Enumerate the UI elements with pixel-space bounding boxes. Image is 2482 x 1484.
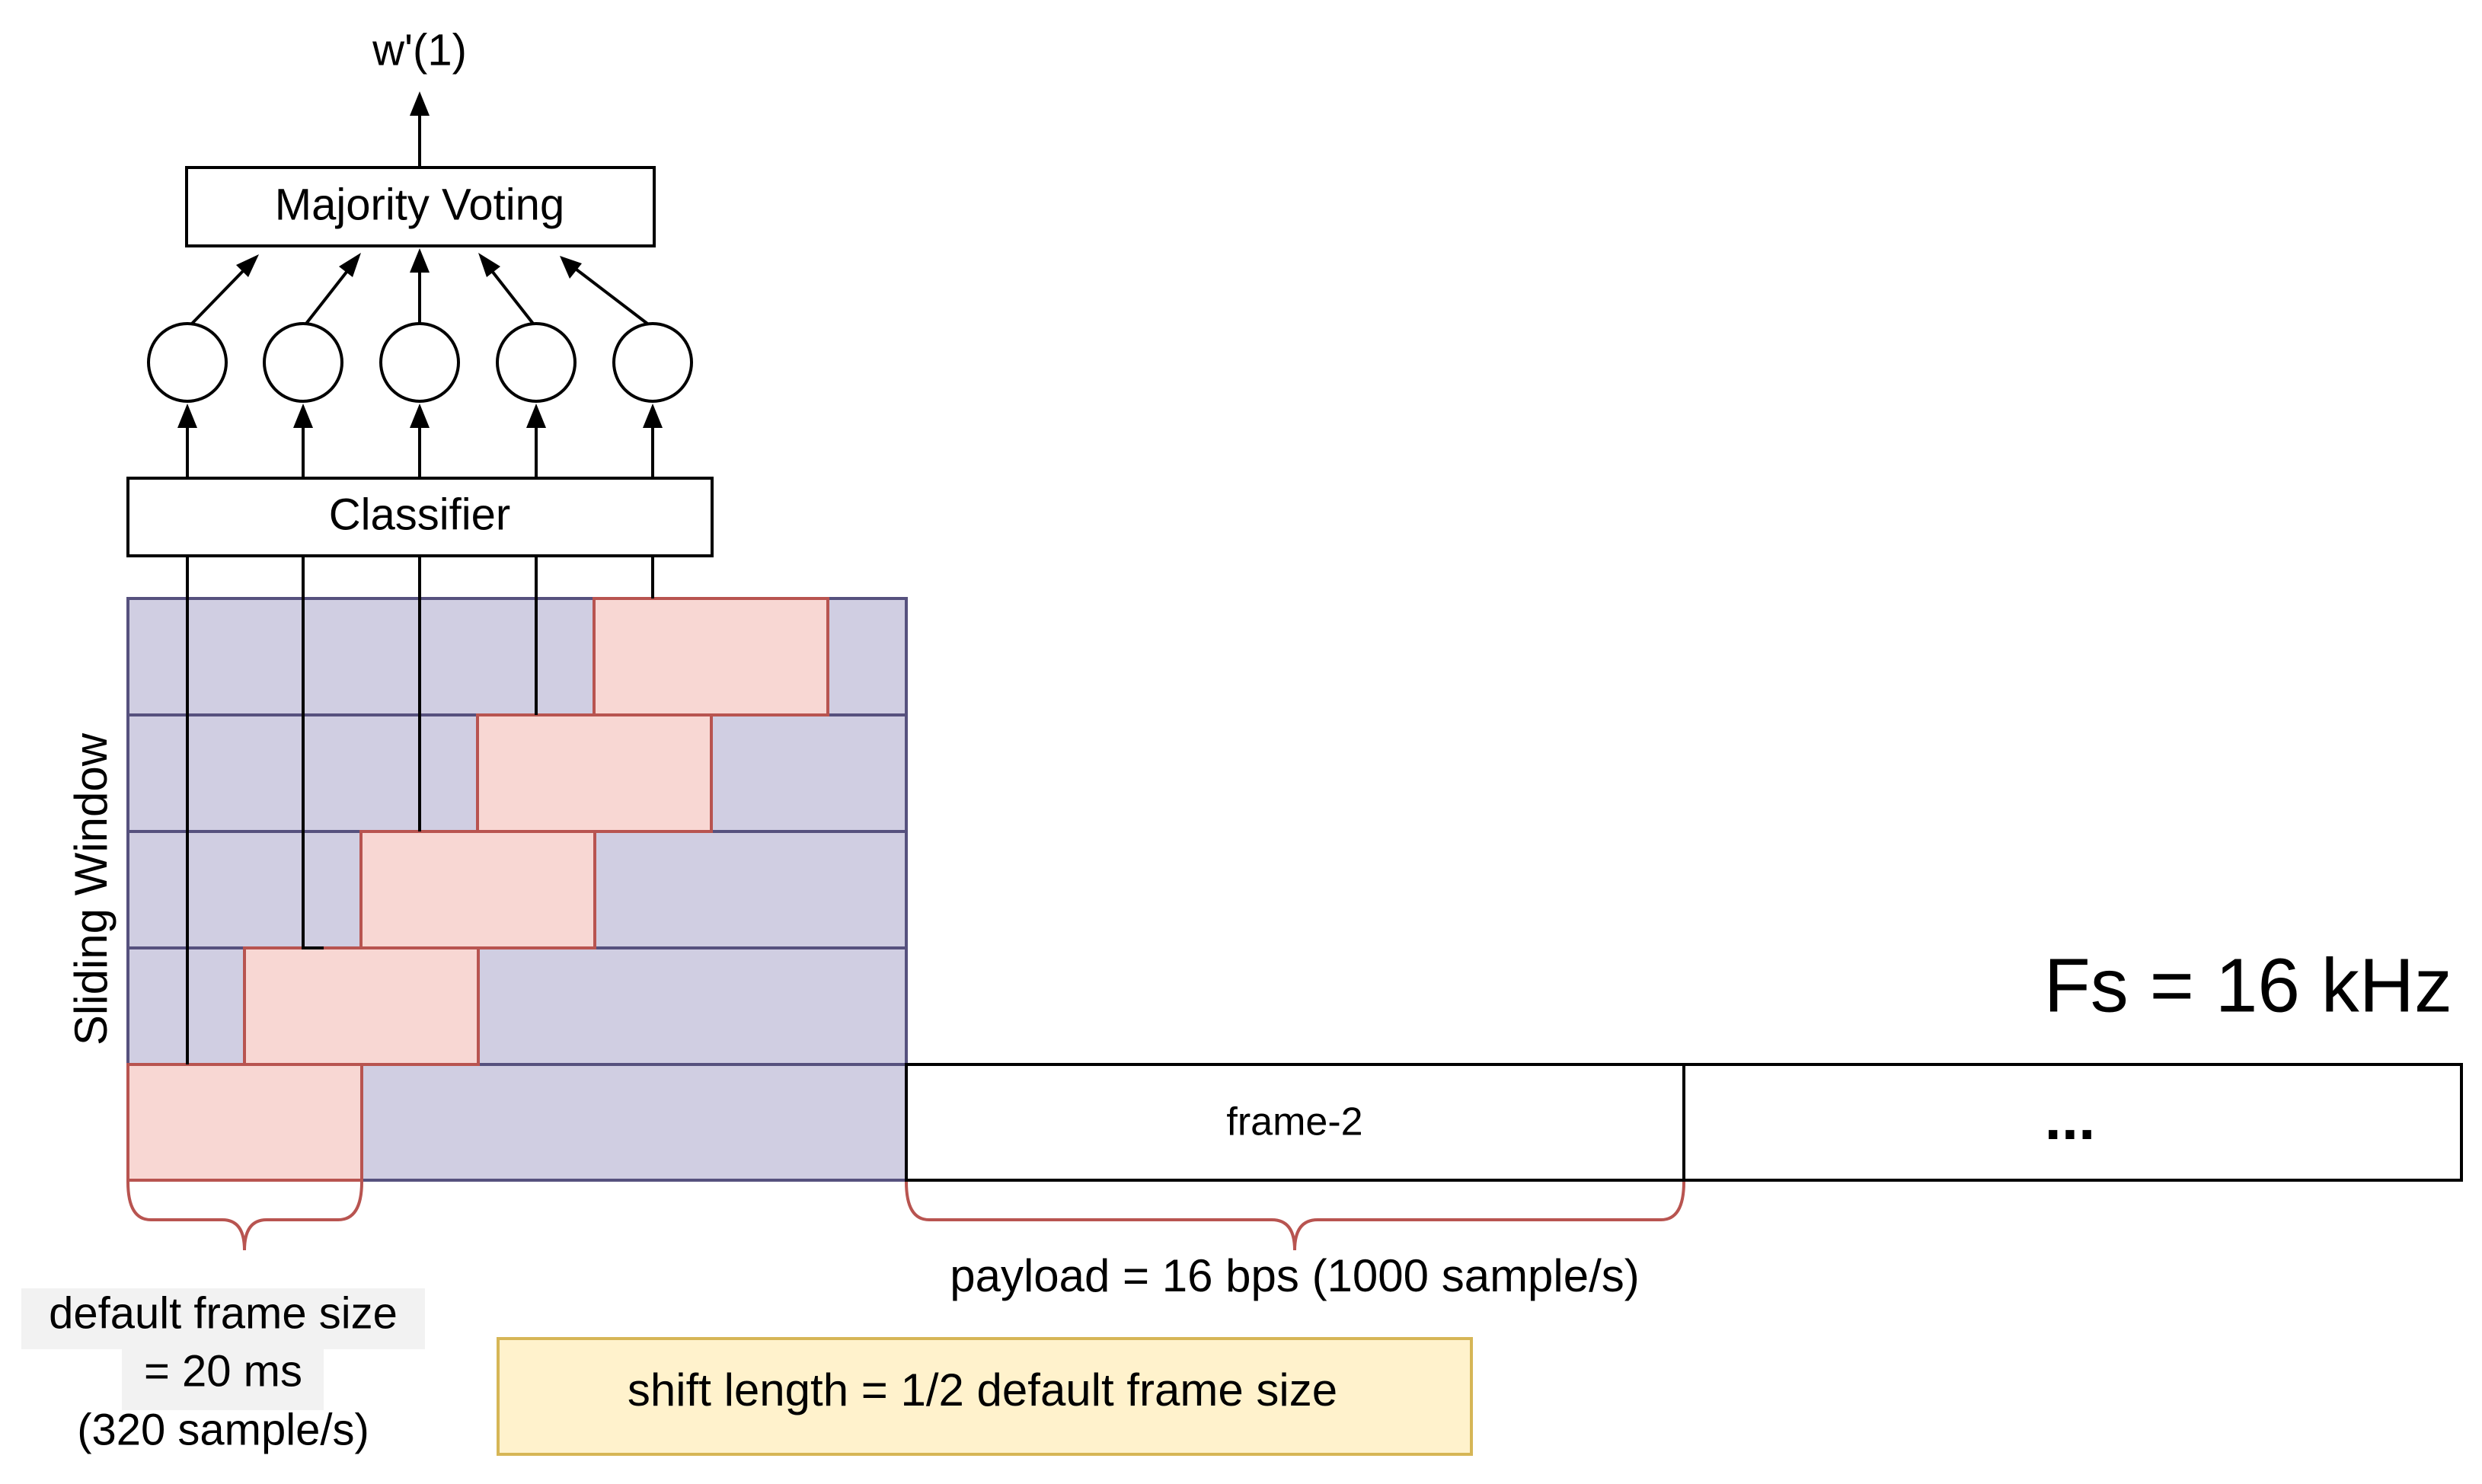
arrow-head	[478, 253, 500, 277]
frame-size-line-3: (320 sample/s)	[77, 1405, 369, 1454]
output-label: w'(1)	[372, 25, 467, 75]
frame-block	[126, 1063, 363, 1182]
payload-brace	[905, 1181, 1685, 1251]
frame-size-label-background	[122, 1349, 324, 1410]
shift-length-note: shift length = 1/2 default frame size	[497, 1337, 1473, 1456]
frame-2-label: frame-2	[1226, 1100, 1362, 1144]
vote-circles	[147, 322, 693, 403]
ellipsis-label: ...	[2045, 1084, 2096, 1152]
arrow-head	[293, 404, 313, 428]
frame-blocks	[126, 597, 829, 1182]
majority-voting: Majority Voting	[185, 166, 656, 247]
braces	[126, 1181, 1685, 1251]
frame-size-line-2: = 20 ms	[144, 1346, 302, 1396]
frame-to-classifier-lines	[186, 556, 654, 1064]
classifier-box	[126, 477, 714, 557]
arrow-head	[643, 404, 663, 428]
classifier-label: Classifier	[329, 490, 511, 539]
vote-circle	[379, 322, 460, 403]
arrow	[305, 270, 349, 325]
shift-length-box	[497, 1337, 1473, 1456]
vote-circle	[612, 322, 693, 403]
ellipsis-frame-box	[1682, 1063, 2463, 1182]
vote-circle	[263, 322, 343, 403]
arrow	[575, 268, 649, 325]
majority-voting-box	[185, 166, 656, 247]
shift-length-label: shift length = 1/2 default frame size	[628, 1364, 1337, 1415]
arrow-head	[236, 254, 259, 277]
payload-label: payload = 16 bps (1000 sample/s)	[950, 1250, 1640, 1301]
arrow-head	[339, 253, 361, 277]
connector-line	[302, 556, 324, 949]
arrow-head	[177, 404, 197, 428]
majority-voting-label: Majority Voting	[275, 180, 564, 229]
frame-size-line-1: default frame size	[49, 1288, 398, 1338]
frame-block	[243, 946, 480, 1066]
arrow-head	[526, 404, 546, 428]
arrow	[190, 269, 245, 325]
vote-circle	[496, 322, 577, 403]
arrow-head	[410, 91, 430, 116]
classifier: Classifier	[126, 477, 714, 557]
frame-size-label: default frame size = 20 ms (320 sample/s…	[21, 1288, 425, 1454]
vote-circle	[147, 322, 228, 403]
classifier-to-vote-arrows	[177, 404, 663, 478]
arrow-head	[560, 256, 582, 279]
sampling-rate-label: Fs = 16 kHz	[2044, 943, 2452, 1028]
frame-block	[359, 830, 596, 949]
frame-block	[593, 597, 829, 716]
frame-size-brace	[126, 1181, 363, 1251]
sliding-window-label: Sliding Window	[65, 732, 117, 1045]
arrow-head	[410, 404, 430, 428]
vote-to-majority-arrows	[190, 248, 649, 325]
timeline-frames: frame-2 ...	[905, 1063, 2463, 1182]
frame-size-label-background	[21, 1288, 425, 1349]
frame-block	[476, 713, 713, 833]
arrow-head	[410, 248, 430, 273]
arrow	[490, 270, 535, 325]
output-arrow	[410, 91, 430, 168]
